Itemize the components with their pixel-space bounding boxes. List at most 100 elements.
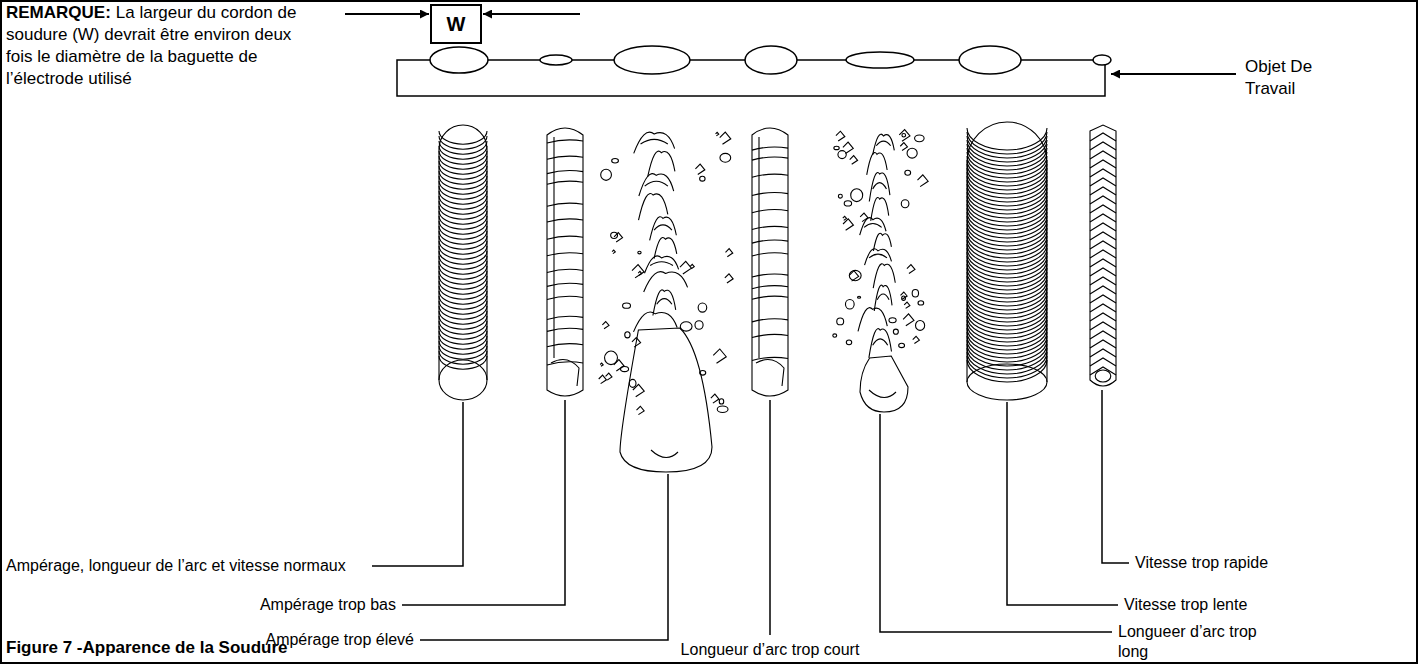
spatter <box>834 146 839 149</box>
spatter <box>602 322 609 329</box>
spatter <box>907 265 915 274</box>
bead-crater <box>1095 370 1111 382</box>
bead-chevron <box>1090 223 1116 231</box>
bead-chevron <box>1090 313 1116 321</box>
bead-chevron <box>1090 304 1116 312</box>
spatter <box>632 338 641 348</box>
bead-ripple <box>876 141 890 146</box>
spatter <box>612 158 619 162</box>
spatter <box>889 318 896 323</box>
bead-ridge <box>547 253 583 256</box>
dimension-letter: W <box>447 12 466 36</box>
leader-line <box>1102 390 1129 563</box>
bead-ripple <box>645 256 679 273</box>
bead-ripple <box>439 296 487 309</box>
spatter <box>695 321 703 330</box>
bead-ripple <box>858 308 887 332</box>
bead-ripple <box>967 184 1047 206</box>
bead-chevron <box>1090 178 1116 186</box>
spatter <box>600 363 603 366</box>
bead-ripple <box>439 331 487 344</box>
bead-ripple <box>654 225 672 230</box>
bead-ripple <box>967 356 1047 378</box>
bead-ripple <box>967 332 1047 354</box>
bead-ridge <box>752 157 788 160</box>
bead-ripple <box>439 316 487 329</box>
bead-ripple <box>439 161 487 174</box>
spatter <box>836 131 845 141</box>
bead-ripple <box>439 356 487 369</box>
bead-ripple <box>967 180 1047 202</box>
bead-ripple <box>967 204 1047 226</box>
bead-ripple <box>967 208 1047 230</box>
bead-section <box>1093 55 1111 65</box>
spatter <box>700 371 706 376</box>
bead-ripple <box>967 256 1047 278</box>
spatter <box>713 349 726 363</box>
bead-ripple <box>639 174 674 196</box>
spatter <box>899 130 910 142</box>
bead-ripple <box>967 232 1047 254</box>
bead-ripple <box>439 291 487 304</box>
bead-ripple <box>967 132 1047 154</box>
spatter <box>849 271 858 281</box>
bead-ripple <box>634 132 675 153</box>
bead-ripple <box>967 236 1047 258</box>
bead-chevron <box>1090 241 1116 249</box>
bead-ripple <box>439 176 487 189</box>
bead-ripple <box>967 196 1047 218</box>
condition-label: Vitesse trop rapide <box>1135 553 1268 573</box>
bead-ripple <box>967 128 1047 150</box>
bead-ripple <box>967 324 1047 346</box>
condition-label: Vitesse trop lente <box>1124 595 1247 615</box>
bead-ripple <box>439 231 487 244</box>
spatter <box>916 320 925 330</box>
bead-ripple <box>439 201 487 214</box>
spatter <box>851 189 863 202</box>
spatter <box>846 340 851 345</box>
bead-ridge <box>547 156 583 159</box>
spatter <box>913 336 920 343</box>
bead-ripple <box>869 254 887 258</box>
bead-ripple <box>967 164 1047 186</box>
spatter <box>893 329 898 334</box>
bead-ridge <box>752 274 788 277</box>
bead-ripple <box>439 221 487 234</box>
spatter <box>698 303 707 312</box>
dimension-box: W <box>430 4 482 44</box>
bead-ridge <box>547 219 583 222</box>
bead-ripple <box>439 251 487 264</box>
bead-crater <box>620 328 712 472</box>
spatter <box>899 343 905 347</box>
spatter <box>917 175 928 187</box>
bead-chevron <box>1090 349 1116 357</box>
spatter <box>860 213 868 221</box>
bead-outline <box>439 125 487 380</box>
bead-ripple <box>869 329 892 358</box>
spatter <box>845 299 854 309</box>
bead-ripple <box>967 268 1047 290</box>
dimension-arrow <box>345 13 429 15</box>
bead-ripple <box>439 226 487 239</box>
bead-ripple <box>967 260 1047 282</box>
bead-ripple <box>439 276 487 289</box>
bead-ripple <box>967 272 1047 294</box>
bead-chevron <box>1090 160 1116 168</box>
bead-ripple <box>439 336 487 349</box>
note-text: La largeur du cordon de soudure (W) devr… <box>6 2 316 90</box>
bead-ripple <box>877 294 889 300</box>
bead-ridge <box>547 296 583 299</box>
bead-ridge <box>547 344 583 347</box>
bead-ripple <box>439 351 487 364</box>
bead-chevron <box>1090 322 1116 330</box>
bead-ripple <box>967 340 1047 362</box>
bead-ripple <box>653 290 676 316</box>
spatter <box>907 148 917 158</box>
leader-line <box>372 402 463 566</box>
bead-ripple <box>439 246 487 259</box>
bead-ripple <box>650 262 673 266</box>
note-heading: REMARQUE: <box>6 2 111 24</box>
bead-ripple <box>967 152 1047 174</box>
bead-ripple <box>439 171 487 184</box>
